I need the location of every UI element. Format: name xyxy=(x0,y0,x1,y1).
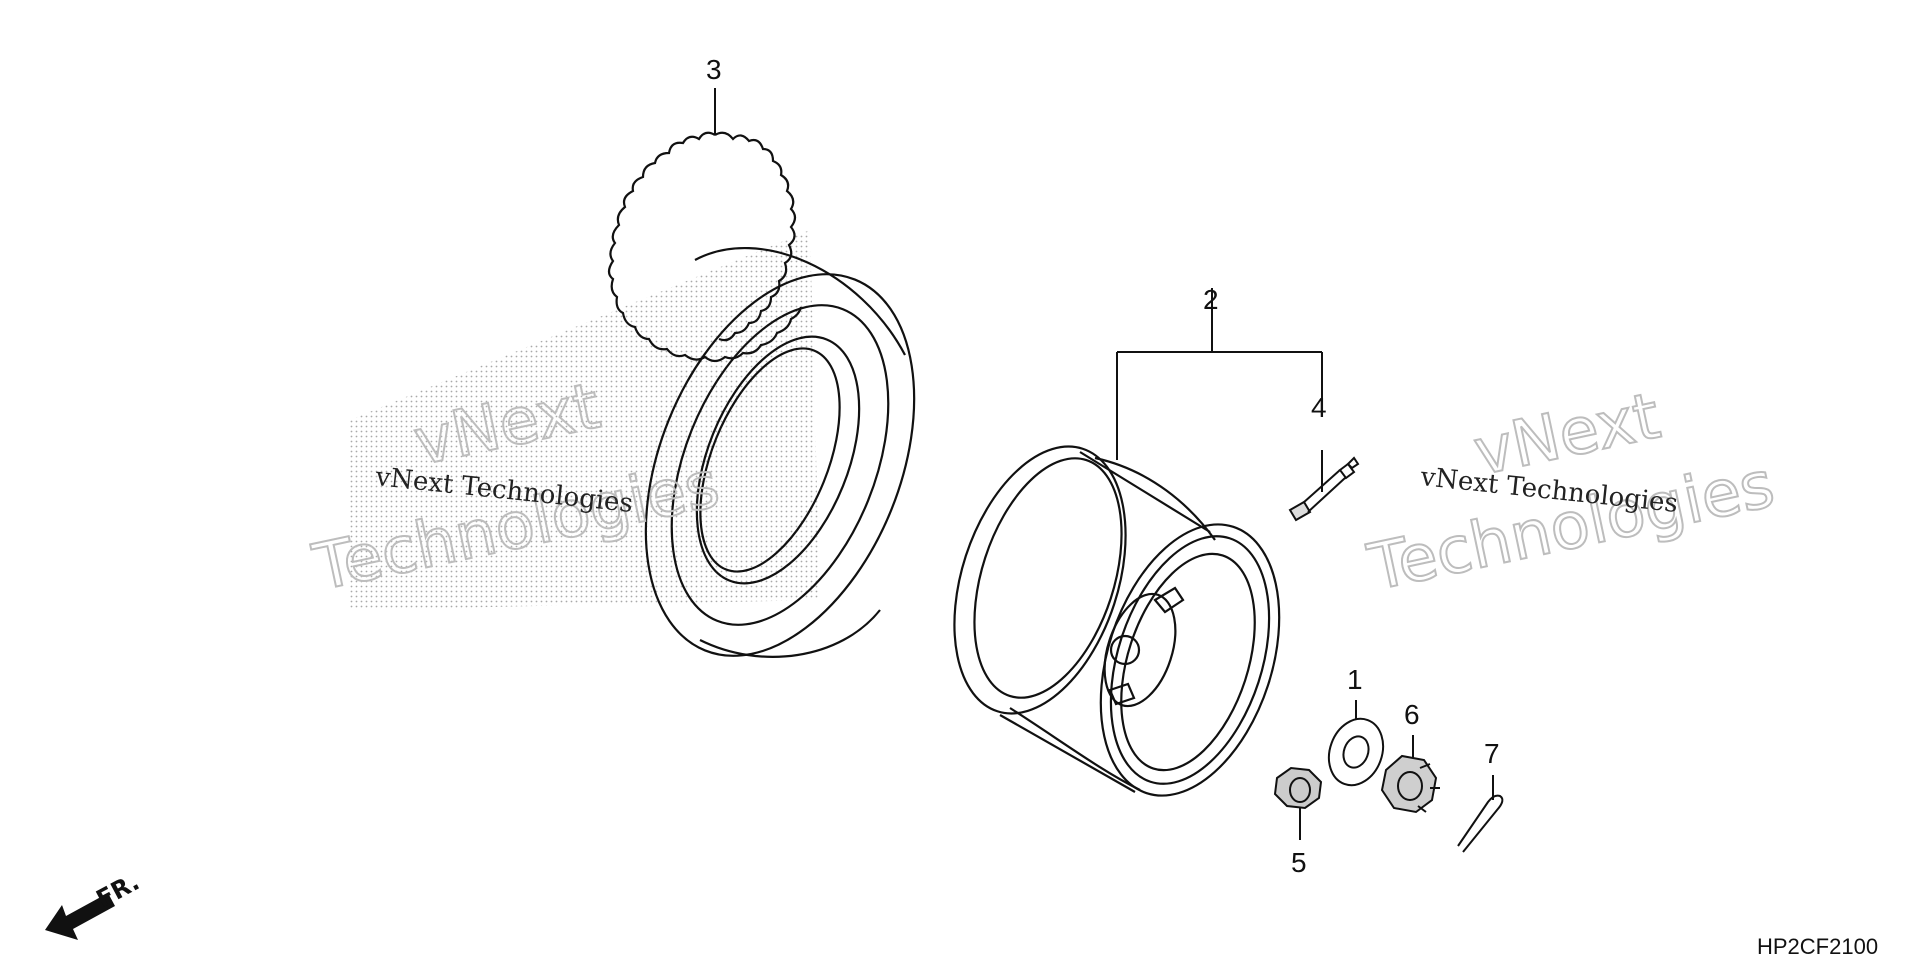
washer xyxy=(1327,717,1385,787)
callout-2: 2 xyxy=(1203,284,1219,315)
cotter-pin xyxy=(1457,794,1504,853)
callout-6: 6 xyxy=(1404,699,1420,730)
callout-labels: 1 2 3 4 5 6 7 xyxy=(706,54,1500,878)
valve-stem xyxy=(1288,456,1360,522)
callout-3: 3 xyxy=(706,54,722,85)
callout-5: 5 xyxy=(1291,847,1307,878)
wheel-rim xyxy=(953,445,1281,797)
flange-nut xyxy=(1273,766,1323,810)
callout-1: 1 xyxy=(1347,664,1363,695)
callout-4: 4 xyxy=(1311,392,1327,423)
tire xyxy=(607,131,916,658)
castle-nut xyxy=(1380,754,1440,814)
front-direction-indicator: FR. xyxy=(45,868,144,940)
tire-shading xyxy=(350,230,820,610)
watermark-right: vNext Technologies vNext Technologies xyxy=(1361,378,1782,606)
diagram-code: HP2CF2100 xyxy=(1757,934,1878,959)
arrow-icon xyxy=(45,893,115,940)
callout-7: 7 xyxy=(1484,738,1500,769)
leader-lines xyxy=(714,88,1494,840)
